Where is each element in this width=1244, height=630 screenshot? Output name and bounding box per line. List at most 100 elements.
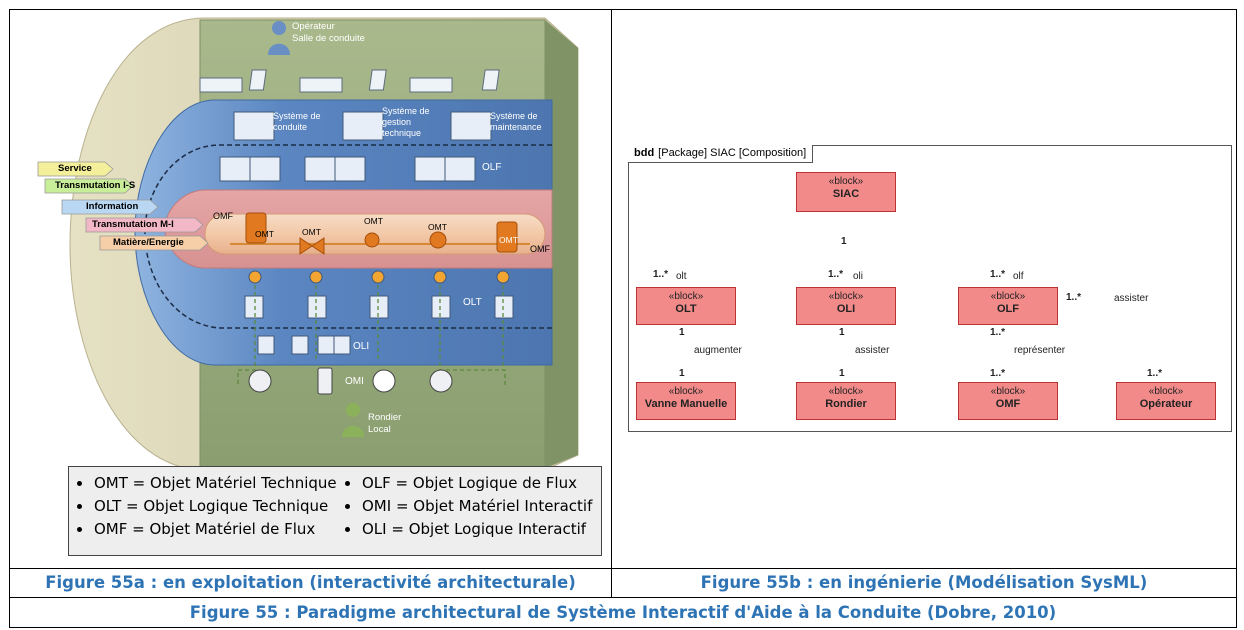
input-arrows (37, 161, 209, 251)
block-name: OLF (997, 303, 1019, 315)
legend-text: OLF = Objet Logique de Flux (362, 474, 577, 492)
rondier-person-icon (342, 403, 364, 437)
omt-label: OMT (255, 229, 274, 239)
arrow-information-label: Information (86, 201, 139, 212)
caption-main-frame (9, 597, 1237, 628)
block-name: OLT (675, 303, 697, 315)
olf-assoc-mult-top: 1..* (990, 327, 1006, 338)
legend-item: OLT = Objet Logique Technique (77, 497, 328, 515)
block-omf: «block» OMF (958, 382, 1058, 420)
system-label-line: Système de (273, 111, 321, 121)
legend-box: OMT = Objet Matériel Technique OLT = Obj… (68, 466, 602, 556)
rondier-label: Rondier Local (368, 412, 401, 436)
legend-text: OMI = Objet Matériel Interactif (362, 497, 593, 515)
composition-multiplicity: 1 (841, 236, 847, 247)
block-olf: «block» OLF (958, 287, 1058, 325)
block-olt: «block» OLT (636, 287, 736, 325)
block-stereotype: «block» (990, 291, 1026, 302)
block-stereotype: «block» (668, 386, 704, 397)
block-stereotype: «block» (668, 291, 704, 302)
olt-role: olt (676, 271, 687, 282)
caption-figure-b: Figure 55b : en ingénierie (Modélisation… (700, 573, 1148, 592)
block-oli: «block» OLI (796, 287, 896, 325)
bdd-kind: bdd (634, 147, 655, 159)
legend-item: OMF = Objet Matériel de Flux (77, 520, 315, 538)
legend-item: OLI = Objet Logique Interactif (345, 520, 586, 538)
block-name: SIAC (832, 188, 860, 200)
olt-assoc-mult-bottom: 1 (679, 368, 685, 379)
oli-role: oli (853, 271, 864, 282)
operator-top-label: Opérateur Salle de conduite (292, 21, 365, 45)
oli-assoc-mult-top: 1 (839, 327, 845, 338)
block-name: Rondier (825, 398, 867, 410)
system-label-line: gestion (382, 117, 412, 127)
operator-role: Opérateur (292, 21, 335, 32)
system-label-line: Système de (382, 106, 430, 116)
system-maintenance-label: Système de maintenance (490, 111, 542, 133)
assister-label: assister (855, 345, 890, 356)
arrow-matiere-label: Matière/Energie (113, 237, 184, 248)
legend-text: OLI = Objet Logique Interactif (362, 520, 587, 538)
omt-label: OMT (302, 227, 321, 237)
block-operateur: «block» Opérateur (1116, 382, 1216, 420)
omt-label: OMT (428, 222, 447, 232)
arrow-transmutation-is-label: Transmutation I-S (55, 180, 136, 191)
caption-figure-main: Figure 55 : Paradigme architectural de S… (189, 603, 1057, 622)
bdd-header-text: [Package] SIAC [Composition] (658, 147, 807, 159)
olt-label: OLT (463, 297, 482, 308)
legend-item: OMT = Objet Matériel Technique (77, 474, 337, 492)
system-label-line: conduite (273, 122, 308, 132)
system-racks (219, 111, 492, 182)
legend-text: OMT = Objet Matériel Technique (94, 474, 337, 492)
oli-multiplicity: 1..* (828, 269, 844, 280)
oli-label: OLI (353, 341, 370, 352)
rondier-role: Rondier (368, 412, 402, 423)
rondier-location: Local (368, 424, 391, 435)
system-conduite-label: Système de conduite (273, 111, 321, 133)
omf-left-label: OMF (213, 211, 233, 221)
arrow-transmutation-mi-label: Transmutation M-I (92, 219, 174, 230)
operator-location: Salle de conduite (292, 33, 365, 44)
bdd-header: bdd[Package] SIAC [Composition] (628, 145, 814, 163)
block-siac: «block» SIAC (796, 172, 896, 212)
system-label-line: Système de (490, 111, 538, 121)
olt-elements (244, 270, 514, 355)
block-name: OLI (836, 303, 856, 315)
legend-item: OMI = Objet Matériel Interactif (345, 497, 592, 515)
legend-text: OLT = Objet Logique Technique (94, 497, 329, 515)
augmenter-label: augmenter (694, 345, 742, 356)
assister-operateur-label: assister (1114, 293, 1149, 304)
olf-operateur-mult: 1..* (1066, 292, 1082, 303)
block-name: OMF (995, 398, 1021, 410)
omt-equipment (245, 212, 518, 255)
olf-label: OLF (482, 162, 502, 173)
top-devices (199, 69, 500, 93)
system-label-line: maintenance (490, 122, 542, 132)
olt-multiplicity: 1..* (653, 269, 669, 280)
legend-text: OMF = Objet Matériel de Flux (94, 520, 316, 538)
omt-label: OMT (499, 235, 518, 245)
operator-person-icon (268, 21, 290, 55)
block-stereotype: «block» (828, 176, 864, 187)
caption-figure-a: Figure 55a : en exploitation (interactiv… (45, 573, 576, 592)
omi-devices (248, 367, 453, 395)
block-stereotype: «block» (828, 291, 864, 302)
olf-multiplicity: 1..* (990, 269, 1006, 280)
oli-assoc-mult-bottom: 1 (839, 368, 845, 379)
olf-role: olf (1013, 271, 1024, 282)
block-stereotype: «block» (828, 386, 864, 397)
operateur-mult: 1..* (1147, 368, 1163, 379)
block-name: Opérateur (1139, 398, 1193, 410)
arrow-service-label: Service (58, 163, 92, 174)
system-label-line: technique (382, 128, 422, 138)
block-vanne: «block» Vanne Manuelle (636, 382, 736, 420)
omi-label: OMI (345, 376, 364, 387)
system-gestion-label: Système de gestion technique (382, 106, 430, 139)
omf-right-label: OMF (530, 244, 550, 254)
olt-assoc-mult-top: 1 (679, 327, 685, 338)
block-name: Vanne Manuelle (644, 398, 728, 410)
omt-label: OMT (364, 216, 383, 226)
block-rondier: «block» Rondier (796, 382, 896, 420)
olf-assoc-mult-bottom: 1..* (990, 368, 1006, 379)
